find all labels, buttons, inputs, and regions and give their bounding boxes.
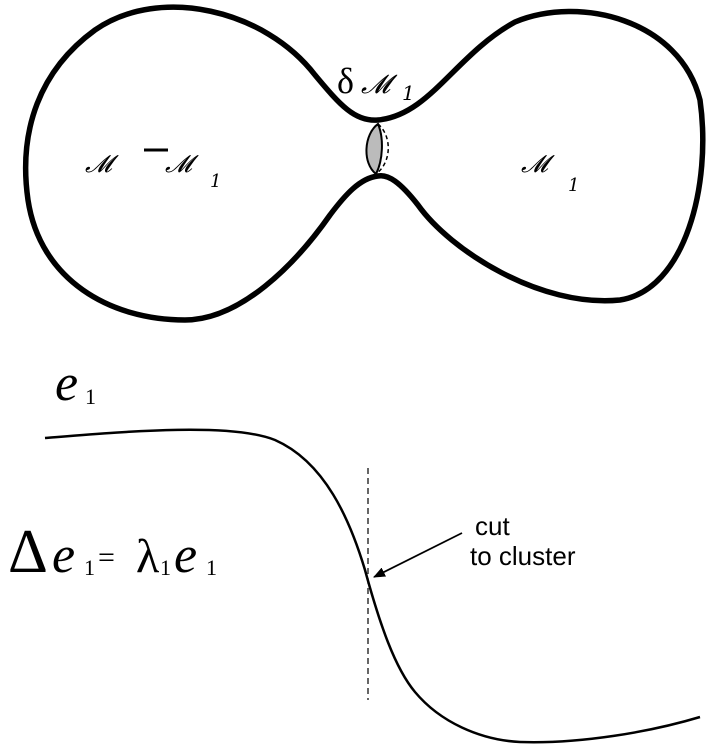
right-manifold-symbol: 𝓜 xyxy=(521,150,555,178)
boundary-subscript: 1 xyxy=(402,81,415,105)
manifold-outline xyxy=(22,4,706,323)
equation-rhs-base: e xyxy=(174,527,197,584)
annotation-line2: to cluster xyxy=(470,541,576,571)
eigen-equation: Δ e 1 = λ 1 e 1 xyxy=(8,518,217,586)
laplacian-symbol: Δ xyxy=(8,518,48,586)
equation-lhs-subscript: 1 xyxy=(84,555,95,580)
neck-cross-section xyxy=(365,122,383,176)
right-region-label: 𝓜 1 xyxy=(521,150,579,196)
right-subscript: 1 xyxy=(568,175,579,196)
cut-annotation: cut to cluster xyxy=(373,511,576,578)
equation-lambda: λ xyxy=(136,530,160,583)
boundary-manifold-symbol: 𝓜 xyxy=(361,70,398,100)
annotation-arrow xyxy=(373,532,463,578)
left-subscript: 1 xyxy=(210,171,221,192)
neck-dashed-arc xyxy=(375,123,389,175)
eigenvector-label: e 1 xyxy=(55,355,96,412)
boundary-label: δ 𝓜 1 xyxy=(337,61,415,105)
eigenvector-subscript: 1 xyxy=(85,384,96,409)
equation-lambda-subscript: 1 xyxy=(160,555,171,580)
equation-rhs-subscript: 1 xyxy=(206,555,217,580)
equation-lhs-base: e xyxy=(52,527,75,584)
eigenvector-base: e xyxy=(55,355,78,412)
left-minus-manifold-symbol: 𝓜 xyxy=(165,150,199,178)
equation-equals: = xyxy=(98,541,115,574)
left-manifold-symbol: 𝓜 xyxy=(85,150,119,178)
delta-symbol: δ xyxy=(337,61,354,101)
eigenvector-curve xyxy=(44,428,701,744)
annotation-line1: cut xyxy=(475,511,510,541)
left-region-label: 𝓜 𝓜 1 xyxy=(85,148,221,192)
